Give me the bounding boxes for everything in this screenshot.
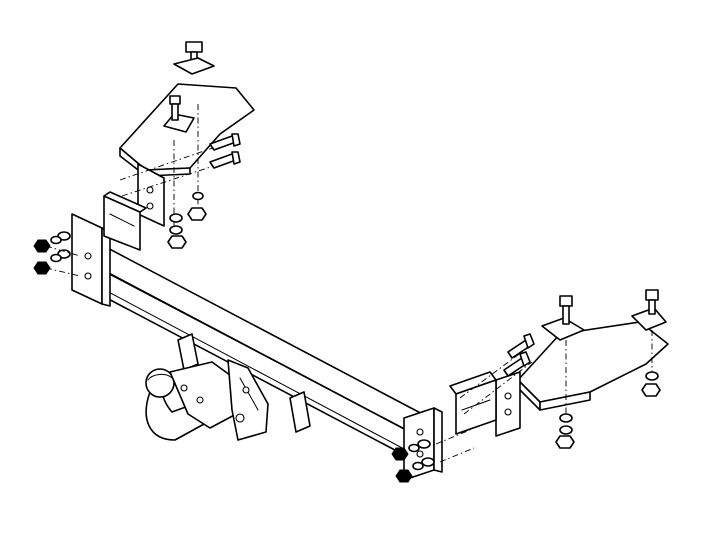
left-bolts [119, 41, 241, 197]
left-washers-nuts [33, 191, 207, 277]
right-upper-mount-plate [517, 307, 669, 420]
right-side-bracket [449, 371, 521, 437]
tow-ball-neck [145, 359, 269, 441]
beam-support-right [289, 391, 311, 433]
beam-support-left [177, 333, 199, 371]
right-bolts [459, 289, 659, 415]
left-side-bracket [103, 163, 165, 251]
left-upper-mount-plate [119, 83, 255, 228]
right-washers-nuts [391, 371, 661, 483]
